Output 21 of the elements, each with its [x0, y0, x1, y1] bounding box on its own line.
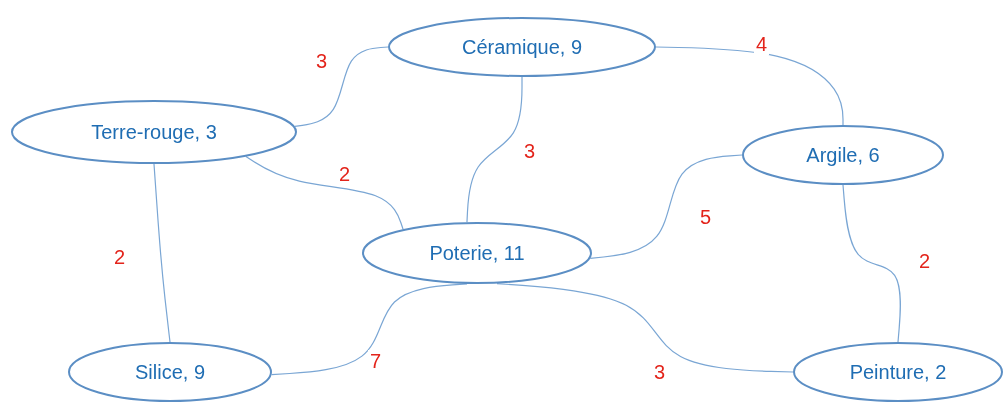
connector-line: [466, 76, 523, 223]
node-label: Poterie, 11: [429, 241, 525, 265]
ellipse-node: [11, 100, 297, 164]
connector-line: [842, 184, 901, 343]
connector-line: [245, 155, 404, 230]
node-label: Argile, 6: [806, 143, 880, 167]
ellipse-node: [362, 222, 592, 284]
connector-line: [655, 46, 844, 126]
node-label: Peinture, 2: [849, 360, 947, 384]
node-label: Céramique, 9: [461, 35, 583, 59]
connector-line: [589, 154, 743, 259]
connector-line: [496, 282, 794, 373]
ellipse-node: [68, 342, 272, 402]
connector-line: [153, 163, 171, 343]
ellipse-node: [742, 125, 944, 185]
connector-line: [271, 283, 468, 376]
ellipse-node: [793, 342, 1003, 402]
node-label: Silice, 9: [135, 360, 205, 384]
ellipse-node: [388, 17, 656, 77]
node-label: Terre-rouge, 3: [91, 120, 217, 144]
connector-line: [294, 46, 389, 128]
